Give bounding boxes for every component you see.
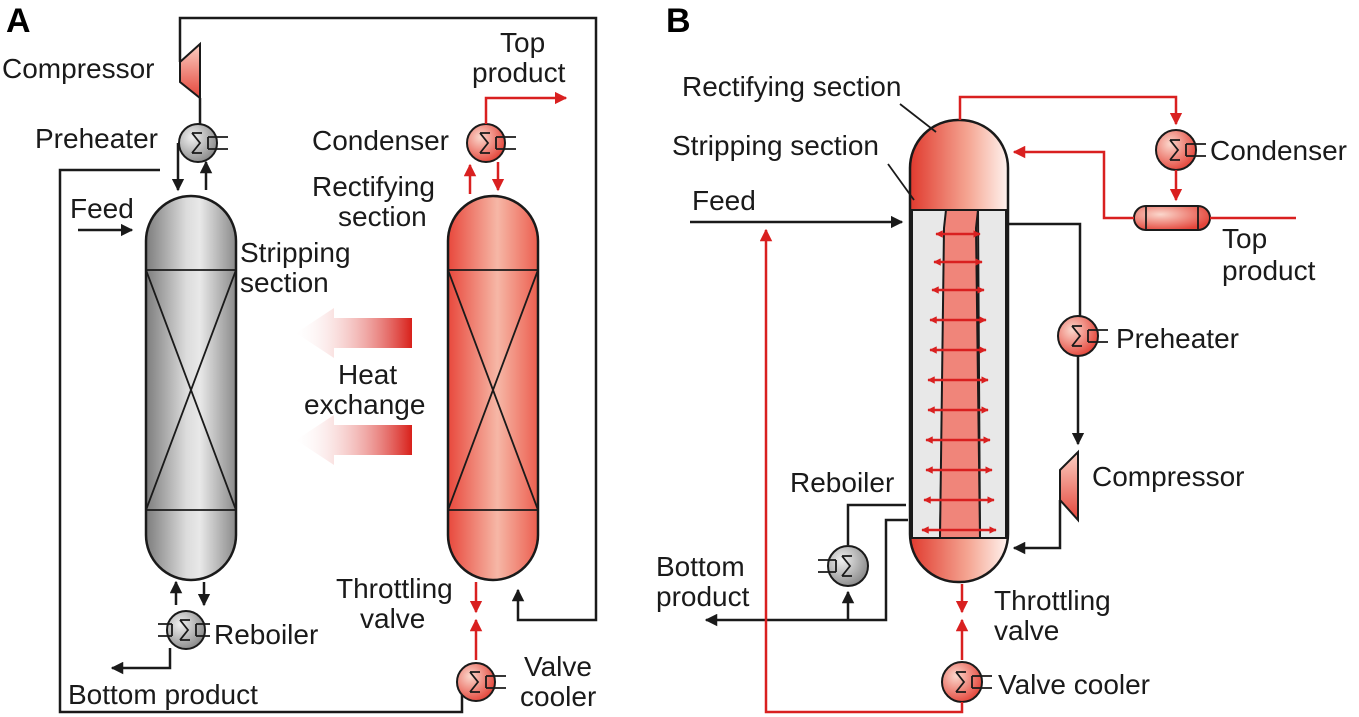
panel-a: A Compressor Preheater Feed xyxy=(2,2,598,714)
compressor-b-label: Compressor xyxy=(1092,461,1244,492)
condenser-b xyxy=(1155,129,1206,171)
reboiler-b-label: Reboiler xyxy=(790,467,894,498)
top-product-a-line xyxy=(484,91,568,124)
stripping-a-label-1: Stripping xyxy=(240,237,351,268)
heat-exchange-arrows xyxy=(296,308,412,465)
rectifying-b-label: Rectifying section xyxy=(682,71,901,102)
condenser-a xyxy=(466,123,516,163)
bottom-product-b-label-2: product xyxy=(656,581,750,612)
liquid-loop-line xyxy=(58,168,464,714)
rectifying-column-a xyxy=(446,194,540,582)
panel-a-letter: A xyxy=(6,2,31,40)
panel-b: B Rectifying section St xyxy=(656,2,1347,714)
top-product-a-label-1: Top xyxy=(500,27,545,58)
valve-cooler-a xyxy=(456,662,506,702)
stripping-column-a xyxy=(144,194,238,582)
compressor-a-label: Compressor xyxy=(2,53,154,84)
bottom-product-b-line xyxy=(704,518,908,627)
rectifying-b-leader xyxy=(899,103,937,133)
rectifying-a-label-2: section xyxy=(338,201,427,232)
reflux-drum xyxy=(1133,205,1211,231)
stripping-b-leader xyxy=(887,163,915,201)
stripping-a-label-2: section xyxy=(240,267,329,298)
reboiler-a-label: Reboiler xyxy=(214,619,318,650)
compressor-a xyxy=(179,41,201,101)
liquid-to-feed-line xyxy=(759,228,964,714)
rectifying-a-label-1: Rectifying xyxy=(312,171,435,202)
reboiler-b xyxy=(818,545,869,587)
heat-exchange-label-2: exchange xyxy=(304,389,425,420)
top-product-a-label-2: product xyxy=(472,57,566,88)
reboiler-a xyxy=(158,610,210,650)
vapor-loop-line xyxy=(178,16,598,622)
valve-cooler-a-label-1: Valve xyxy=(524,651,592,682)
throttling-b-label-2: valve xyxy=(994,615,1059,646)
throttling-b-label-1: Throttling xyxy=(994,585,1111,616)
preheater-b xyxy=(1057,315,1108,357)
valve-cooler-b xyxy=(941,661,992,703)
top-product-b-label-1: Top xyxy=(1222,223,1267,254)
heat-exchange-label-1: Heat xyxy=(338,359,397,390)
feed-a-label: Feed xyxy=(70,193,134,224)
vapor-to-condenser-line xyxy=(958,95,1183,126)
reflux-line xyxy=(1012,145,1134,220)
heat-transfer-arrows-b xyxy=(921,230,997,534)
top-product-b-label-2: product xyxy=(1222,255,1316,286)
column-to-preheater-b-line xyxy=(1006,222,1082,318)
preheater-a-label: Preheater xyxy=(35,123,158,154)
condenser-b-label: Condenser xyxy=(1210,135,1347,166)
stripping-b-label: Stripping section xyxy=(672,130,879,161)
preheater-a xyxy=(178,123,228,163)
condenser-a-label: Condenser xyxy=(312,125,449,156)
valve-cooler-a-label-2: cooler xyxy=(520,681,596,712)
throttling-a-label-1: Throttling xyxy=(336,573,453,604)
valve-cooler-b-label: Valve cooler xyxy=(998,669,1150,700)
compressor-to-column-line xyxy=(1012,500,1062,555)
preheater-b-label: Preheater xyxy=(1116,323,1239,354)
panel-b-letter: B xyxy=(666,2,691,40)
feed-b-label: Feed xyxy=(692,185,756,216)
compressor-b xyxy=(1059,449,1079,523)
reboiler-in-line xyxy=(846,503,906,545)
throttling-a-label-2: valve xyxy=(360,603,425,634)
bottom-product-a-label: Bottom product xyxy=(68,679,258,710)
bottom-product-a-line xyxy=(110,648,172,675)
bottom-product-b-label-1: Bottom xyxy=(656,551,745,582)
